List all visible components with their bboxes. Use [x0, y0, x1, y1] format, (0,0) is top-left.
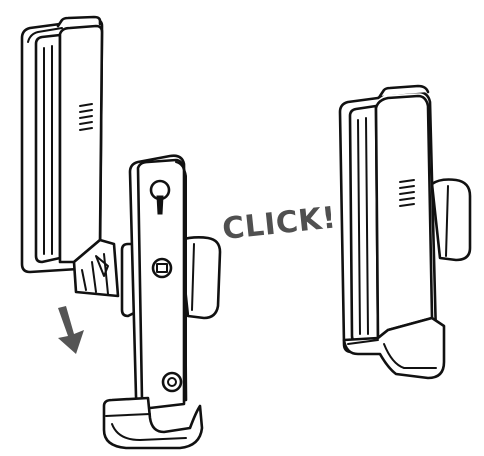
down-arrow: [58, 306, 84, 354]
mounting-bracket: [102, 154, 222, 450]
vent-grille-icon: [79, 103, 93, 131]
screw-icon: [151, 257, 173, 279]
assembled-unit: [338, 84, 472, 380]
click-label: CLICK!: [221, 200, 338, 247]
vent-grille-icon: [399, 179, 415, 207]
screw-icon: [161, 371, 183, 393]
keyhole-icon: [149, 179, 171, 215]
cover-shell: [20, 15, 120, 298]
